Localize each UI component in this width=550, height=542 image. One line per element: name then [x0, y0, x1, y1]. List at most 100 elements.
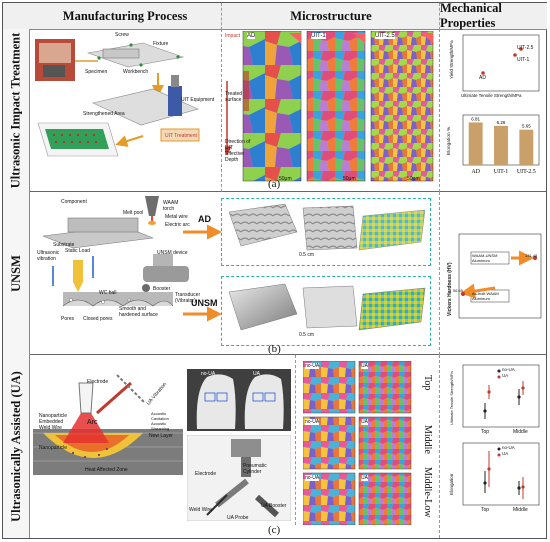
- row-b: UNSM Component WAAM torch Melt pool Meta…: [3, 192, 546, 355]
- label-wire: Nanoparticle Embedded Weld Wire: [39, 413, 68, 431]
- label-arc: Electric arc: [165, 222, 190, 228]
- hardness-ylabel: Vickers Hardness (HV): [447, 262, 453, 316]
- ua-equipment: [187, 435, 291, 521]
- label-component: Component: [61, 199, 87, 205]
- label-fixture: Fixture: [153, 41, 169, 47]
- el-ua-mid: [521, 477, 525, 499]
- point-uit1: [513, 53, 517, 57]
- bar-ylabel: Elongation %: [447, 126, 452, 155]
- label-direction: Direction of UIT Effective Depth: [225, 139, 251, 163]
- grain-noua-mid: no-UA: [305, 419, 320, 425]
- label-substrate: Substrate: [53, 242, 75, 248]
- divider: [295, 355, 296, 525]
- uts-ua-top: [487, 385, 491, 399]
- map-label-uit25: UIT-2.5: [375, 33, 395, 39]
- unsm-process-schematic: [42, 196, 189, 307]
- map-label-uit1: UIT-1: [311, 33, 326, 39]
- panel-tag-c: (c): [268, 524, 281, 536]
- scatter-pt-uit25: UIT-2.5: [517, 45, 534, 51]
- label-pneumatic: Pneumatic Cylinder: [243, 463, 267, 475]
- label-strengthened: Strengthened Area: [83, 111, 125, 117]
- el-legend-ua: UA: [502, 451, 509, 456]
- uts-noua-top: [483, 403, 487, 419]
- ua-grain-maps: [303, 361, 412, 525]
- header-micro: Microstructure: [221, 3, 440, 30]
- label-pores: Pores: [61, 316, 75, 322]
- map-label-ad: AD: [247, 33, 256, 39]
- hardness-v1: 131.48: [525, 253, 538, 258]
- row-a: Ultrasonic Impact Treatment Screw Fixtur…: [3, 29, 546, 192]
- bar-uit-2.5: [519, 129, 534, 165]
- grain-ua-mid: UA: [361, 419, 368, 425]
- header-process: Manufacturing Process: [29, 3, 221, 30]
- point-unsm: [533, 256, 537, 260]
- label-workbench: Workbench: [123, 69, 149, 75]
- uts-ua-mid: [521, 381, 525, 395]
- scale-unsm: 0.5 cm: [299, 332, 315, 338]
- label-heat: Heat Affected Zone: [85, 467, 128, 473]
- scatter-pt-uit1: UIT-1: [517, 57, 530, 63]
- bar-uit-1: [494, 125, 508, 165]
- label-booster: Booster: [153, 286, 171, 292]
- scatter-pt-ad: AD: [479, 75, 486, 81]
- label-waam: WAAM torch: [163, 200, 179, 212]
- panel-tag-a: (a): [268, 178, 281, 190]
- bar-category-label: AD: [471, 169, 480, 175]
- row-c-label-text: Ultrasonically Assisted (UA): [8, 371, 23, 522]
- divider: [439, 29, 440, 192]
- grain-noua-low: no-UA: [305, 475, 320, 481]
- row-b-label-text: UNSM: [8, 255, 23, 292]
- divider: [439, 355, 440, 538]
- hardness-box1: WAAM-UNSM Aluminum: [472, 253, 498, 263]
- uts-legend-ua: UA: [502, 373, 509, 378]
- ua-process-schematic: [33, 374, 183, 475]
- grain-ua-top: UA: [361, 363, 368, 369]
- label-acoustic: Acoustic Cavitation: [151, 411, 169, 421]
- label-new-layer: New Layer: [149, 433, 173, 439]
- header-micro-text: Microstructure: [290, 8, 372, 23]
- pos-middle-low: Middle-Low: [422, 467, 433, 518]
- label-device: UNSM device: [157, 250, 188, 256]
- bar-category-label: UIT-2.5: [517, 169, 536, 175]
- label-melt: Melt pool: [123, 210, 144, 216]
- label-booster-c: UA Booster: [261, 503, 287, 509]
- header-row-corner: [3, 3, 29, 30]
- grain-noua-top: no-UA: [305, 363, 320, 369]
- uit-process-schematic: [35, 39, 200, 157]
- label-probe: UA Probe: [227, 515, 249, 521]
- bar-value-label: 5.65: [522, 124, 531, 129]
- header-process-text: Manufacturing Process: [62, 8, 188, 23]
- hardness-chart: [458, 233, 542, 319]
- label-streaming: Acoustic Streaming: [151, 421, 170, 431]
- header-mech-text: Mechanical Properties: [440, 1, 502, 30]
- label-uit-treatment: UIT Treatment: [165, 133, 197, 139]
- uts-noua-mid: [517, 389, 521, 405]
- label-nanoparticle: Nanoparticle: [39, 445, 68, 451]
- point-ad: [481, 71, 485, 75]
- el-x-middle: Middle: [513, 507, 528, 513]
- pos-middle: Middle: [422, 425, 433, 454]
- label-arc: Arc: [87, 419, 98, 426]
- uts-x-top: Top: [481, 429, 490, 435]
- hardness-v2: 96.65: [453, 288, 464, 293]
- row-a-label-text: Ultrasonic Impact Treatment: [8, 32, 23, 189]
- bar-category-label: UIT-1: [494, 169, 508, 175]
- unsm-surface-images: [228, 203, 426, 331]
- label-smooth: Smooth and hardened surface: [119, 306, 158, 318]
- photo-label-ua: UA: [253, 371, 260, 377]
- scale-bar-3: 50μm: [407, 176, 420, 182]
- el-legend-noua: no-UA: [502, 445, 515, 450]
- row-a-label: Ultrasonic Impact Treatment: [3, 29, 30, 192]
- scale-ad: 0.5 cm: [299, 252, 315, 258]
- label-uit-equipment: UIT Equipment: [181, 97, 215, 103]
- label-screw: Screw: [115, 32, 129, 38]
- panel-tag-b: (b): [268, 343, 281, 355]
- label-electrode2: Electrode: [195, 471, 217, 477]
- el-x-top: Top: [481, 507, 490, 513]
- el-ylabel: Elongation: [449, 473, 454, 495]
- label-transducer: Transducer (Vibrator): [175, 292, 201, 304]
- uit-ebsd-maps: [225, 31, 434, 182]
- label-ad: AD: [198, 214, 211, 224]
- uts-ylabel: Ultimate Tensile Strength/MPa: [449, 371, 454, 425]
- row-c: Ultrasonically Assisted (UA) Electrode A…: [3, 355, 546, 539]
